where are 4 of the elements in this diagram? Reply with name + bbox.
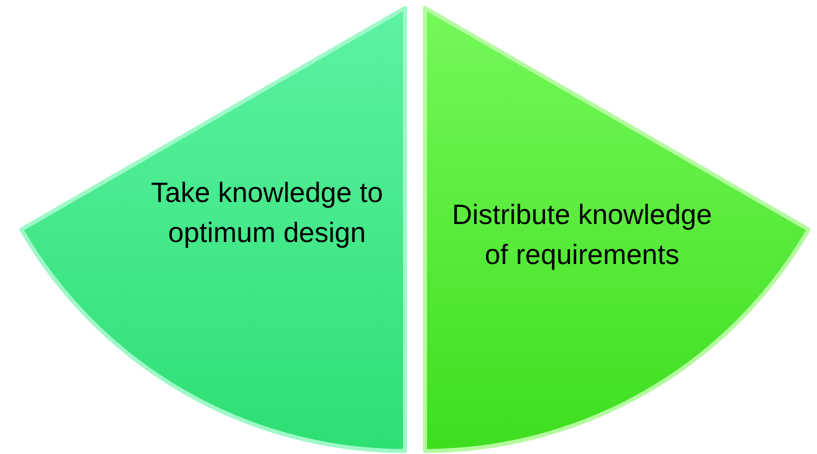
sector-shape: [19, 6, 407, 453]
sector-label: Distribute knowledge of requirements: [451, 198, 713, 272]
sector-shape: [423, 6, 810, 453]
sector-label: Take knowledge to optimum design: [150, 176, 384, 250]
